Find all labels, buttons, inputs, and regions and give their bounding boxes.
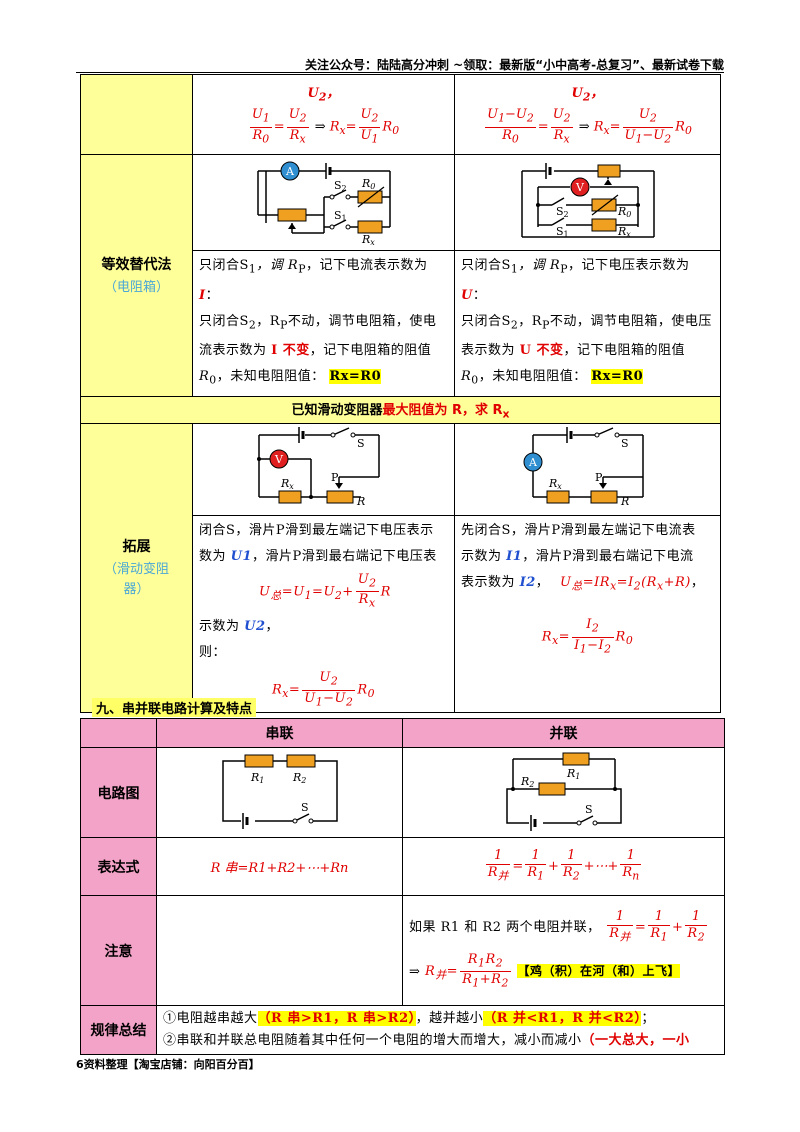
t2-header-row: 串联 并联	[80, 718, 725, 748]
known-rheostat-row: 已知滑动变阻器最大阻值为 R，求 Rx	[80, 395, 721, 424]
t2-corner	[80, 718, 157, 748]
s1r-label: S1	[556, 225, 569, 239]
header-rule	[76, 72, 724, 73]
r2nd-label: R	[620, 495, 629, 508]
known-rheostat-heading: 已知滑动变阻器最大阻值为 R，求 Rx	[80, 395, 721, 424]
parallel-s-label: S	[585, 803, 593, 816]
pr1-label: R1	[566, 767, 580, 781]
ammeter2-label: A	[528, 456, 538, 469]
ext-left-text: 闭合S，滑片P滑到最左端记下电压表示 数为 U1，滑片P滑到最右端记下电压表 U…	[192, 514, 455, 714]
ext-text-row: 闭合S，滑片P滑到最左端记下电压表示 数为 U1，滑片P滑到最右端记下电压表 U…	[81, 514, 721, 714]
s2nd-label: S	[621, 437, 629, 450]
parallel-circuit: R1 R2 S	[505, 752, 622, 831]
equiv-right-text: 只闭合S1，调 RP，记下电压表示数为 U： 只闭合S2，RP不动，调节电阻箱，…	[454, 250, 721, 397]
equiv-circuit-row: 等效替代法 （电阻箱） A	[80, 154, 721, 397]
r1-label: R1	[250, 771, 264, 785]
p2-label: P	[595, 471, 603, 484]
row-circuit: 电路图	[80, 747, 157, 838]
ext-right-text: 先闭合S，滑片P滑到最左端记下电流表 示数为 I1，滑片P滑到最右端记下电流 表…	[454, 514, 721, 714]
voltmeter-resistance-box-circuit: V S2 S1 R0 Rx	[520, 162, 655, 239]
series-circuit-cell: R1 R2 S	[156, 747, 403, 838]
blank-label-cell	[80, 74, 193, 155]
series-circuit: R1 R2 S	[221, 754, 338, 829]
ammeter-label: A	[285, 165, 295, 178]
rxr-label: Rx	[617, 225, 631, 239]
r0-label: R0	[361, 177, 375, 191]
page-footer: 6资料整理【淘宝店铺：向阳百分百】	[76, 1058, 260, 1071]
r0r-label: R0	[617, 205, 631, 219]
row-note: 注意	[80, 895, 157, 1006]
ext-right-circuit-cell: A S Rx P R	[454, 422, 721, 516]
equiv-right-circuit-cell: V S2 S1 R0 Rx	[454, 154, 721, 251]
rule-row: 规律总结 ①电阻越串越大（R 串>R1，R 串>R2），越并越小（R 并<R1，…	[80, 1005, 725, 1055]
series-s-label: S	[301, 801, 309, 814]
page-header: 关注公众号：陆陆高分冲刺 ~领取：最新版“小中高考-总复习”、最新试卷下载	[305, 58, 724, 72]
ammeter-rheostat-circuit: A S Rx P R	[523, 427, 644, 508]
row-rule: 规律总结	[80, 1005, 157, 1055]
circuit-row: 电路图 R1 R2 S	[80, 747, 725, 838]
series-expr: R 串=R1+R2+⋯+Rn	[156, 837, 403, 896]
equiv-left-circuit-cell: A S2 S1 R0 Rx	[192, 154, 455, 251]
r-label: R	[356, 495, 365, 508]
series-note	[156, 895, 403, 1006]
ext-left-circuit-cell: V S Rx P R	[192, 422, 455, 516]
r2-label: R2	[292, 771, 306, 785]
equiv-text-row: 只闭合S1，调 RP，记下电流表示数为 I： 只闭合S2，RP不动，调节电阻箱，…	[81, 250, 721, 397]
p-label: P	[331, 471, 339, 484]
equiv-label-cell: 等效替代法 （电阻箱）	[80, 154, 193, 397]
equiv-left-text: 只闭合S1，调 RP，记下电流表示数为 I： 只闭合S2，RP不动，调节电阻箱，…	[192, 250, 455, 397]
rule-text: ①电阻越串越大（R 串>R1，R 串>R2），越并越小（R 并<R1，R 并<R…	[156, 1005, 725, 1055]
rx3-label: Rx	[548, 477, 562, 491]
s2r-label: S2	[556, 205, 569, 219]
pr2-label: R2	[520, 775, 534, 789]
ext-label-cell: 拓展 （滑动变阻器）	[80, 422, 193, 714]
s-label: S	[357, 437, 365, 450]
series-parallel-table: 串联 并联 电路图 R1 R2 S	[80, 718, 725, 1055]
col-series: 串联	[156, 718, 403, 748]
voltmeter-label: V	[575, 181, 585, 194]
rx2-label: Rx	[280, 477, 294, 491]
row-expr: 表达式	[80, 837, 157, 896]
rx-label: Rx	[361, 233, 375, 245]
ammeter-resistance-box-circuit: A S2 S1 R0 Rx	[256, 161, 391, 247]
s1-label: S1	[334, 209, 347, 223]
parallel-circuit-cell: R1 R2 S	[402, 747, 725, 838]
voltmeter-rheostat-circuit: V S Rx P R	[256, 427, 380, 508]
ext-circuit-row: 拓展 （滑动变阻器） V	[80, 422, 721, 714]
s2-label: S2	[334, 179, 347, 193]
col-parallel: 并联	[402, 718, 725, 748]
voltmeter2-label: V	[274, 453, 284, 466]
section-nine-title: 九、串并联电路计算及特点	[92, 698, 257, 717]
